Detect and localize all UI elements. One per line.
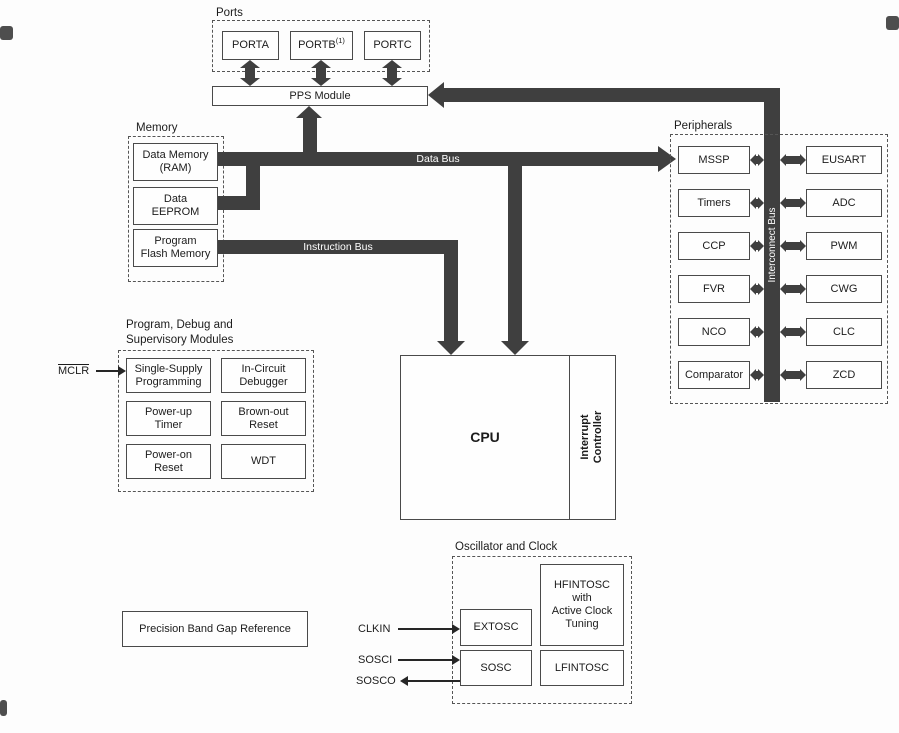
pwm-bus-arrow bbox=[780, 240, 806, 252]
timers-box: Timers bbox=[678, 189, 750, 217]
eusart-bus-arrow bbox=[780, 154, 806, 166]
scan-artifact bbox=[0, 700, 7, 716]
timers-bus-arrow bbox=[750, 197, 764, 209]
portc-box: PORTC bbox=[364, 31, 421, 60]
pps-peripheral-bus-bar bbox=[444, 88, 780, 102]
wdt-box: WDT bbox=[221, 444, 306, 479]
data-eeprom-box: Data EEPROM bbox=[133, 187, 218, 225]
adc-box: ADC bbox=[806, 189, 882, 217]
peripherals-group bbox=[670, 134, 888, 404]
brown-out-reset-box: Brown-out Reset bbox=[221, 401, 306, 436]
program-flash-box: Program Flash Memory bbox=[133, 229, 218, 267]
eusart-box: EUSART bbox=[806, 146, 882, 174]
cpu-data-arrowhead-icon bbox=[501, 341, 529, 355]
cpu-data-bus-vertical bbox=[508, 166, 522, 341]
sosci-arrow-line bbox=[398, 659, 452, 661]
cpu-box: CPU bbox=[400, 355, 570, 520]
extosc-box: EXTOSC bbox=[460, 609, 532, 646]
interrupt-controller-box bbox=[569, 355, 616, 520]
power-up-timer-box: Power-up Timer bbox=[126, 401, 211, 436]
data-bus-bar: Data Bus bbox=[218, 152, 658, 166]
sosco-arrowhead-icon bbox=[400, 676, 408, 686]
portb-pps-arrow bbox=[311, 60, 331, 86]
instruction-bus-arrowhead-icon bbox=[437, 341, 465, 355]
sosco-arrow-line bbox=[408, 680, 460, 682]
scan-artifact bbox=[886, 16, 899, 30]
memory-group-label: Memory bbox=[136, 122, 178, 134]
scan-artifact bbox=[0, 26, 13, 40]
pps-module-box: PPS Module bbox=[212, 86, 428, 106]
mclr-arrowhead-icon bbox=[118, 366, 126, 376]
portc-pps-arrow bbox=[382, 60, 402, 86]
clc-box: CLC bbox=[806, 318, 882, 346]
power-on-reset-box: Power-on Reset bbox=[126, 444, 211, 479]
sosc-box: SOSC bbox=[460, 650, 532, 686]
pps-peripheral-arrowhead-icon bbox=[428, 82, 444, 108]
clkin-arrowhead-icon bbox=[452, 624, 460, 634]
single-supply-programming-box: Single-Supply Programming bbox=[126, 358, 211, 393]
sosci-pin-label: SOSCI bbox=[358, 654, 393, 666]
portb-box: PORTB(1) bbox=[290, 31, 353, 60]
sosco-pin-label: SOSCO bbox=[356, 675, 396, 687]
data-bus-label: Data Bus bbox=[416, 153, 460, 165]
zcd-bus-arrow bbox=[780, 369, 806, 381]
band-gap-reference-box: Precision Band Gap Reference bbox=[122, 611, 308, 647]
peripherals-group-label: Peripherals bbox=[674, 120, 733, 132]
comparator-bus-arrow bbox=[750, 369, 764, 381]
data-memory-ram-box: Data Memory (RAM) bbox=[133, 143, 218, 181]
lfintosc-box: LFINTOSC bbox=[540, 650, 624, 686]
fvr-box: FVR bbox=[678, 275, 750, 303]
mssp-box: MSSP bbox=[678, 146, 750, 174]
data-bus-arrowhead-icon bbox=[658, 146, 676, 172]
nco-bus-arrow bbox=[750, 326, 764, 338]
cwg-box: CWG bbox=[806, 275, 882, 303]
ccp-box: CCP bbox=[678, 232, 750, 260]
oscillator-group-label: Oscillator and Clock bbox=[455, 541, 558, 553]
clc-bus-arrow bbox=[780, 326, 806, 338]
hfintosc-box: HFINTOSC with Active Clock Tuning bbox=[540, 564, 624, 646]
comparator-box: Comparator bbox=[678, 361, 750, 389]
eeprom-bus-vertical bbox=[246, 160, 260, 210]
eeprom-bus-horizontal bbox=[218, 196, 246, 210]
nco-box: NCO bbox=[678, 318, 750, 346]
porta-pps-arrow bbox=[240, 60, 260, 86]
porta-box: PORTA bbox=[222, 31, 279, 60]
mclr-arrow-line bbox=[96, 370, 120, 372]
pps-bus-arrowhead-icon bbox=[296, 106, 322, 118]
debug-group bbox=[118, 350, 314, 492]
portb-footnote: (1) bbox=[335, 36, 345, 46]
interconnect-bus-bar bbox=[764, 88, 780, 402]
instruction-bus-bar: Instruction Bus bbox=[218, 240, 458, 254]
ccp-bus-arrow bbox=[750, 240, 764, 252]
clkin-arrow-line bbox=[398, 628, 452, 630]
adc-bus-arrow bbox=[780, 197, 806, 209]
instruction-bus-vertical bbox=[444, 254, 458, 341]
zcd-box: ZCD bbox=[806, 361, 882, 389]
mclr-pin-label: MCLR bbox=[58, 364, 90, 377]
pps-bus-vertical bbox=[303, 118, 317, 156]
cwg-bus-arrow bbox=[780, 283, 806, 295]
pwm-box: PWM bbox=[806, 232, 882, 260]
clkin-pin-label: CLKIN bbox=[358, 623, 391, 635]
debug-group-label: Program, Debug and Supervisory Modules bbox=[126, 319, 234, 346]
interrupt-controller-label: Interrupt Controller bbox=[578, 410, 604, 464]
portb-label: PORTB bbox=[298, 39, 336, 52]
sosci-arrowhead-icon bbox=[452, 655, 460, 665]
mssp-bus-arrow bbox=[750, 154, 764, 166]
instruction-bus-label: Instruction Bus bbox=[303, 241, 373, 253]
ports-group-label: Ports bbox=[216, 7, 243, 19]
fvr-bus-arrow bbox=[750, 283, 764, 295]
in-circuit-debugger-box: In-Circuit Debugger bbox=[221, 358, 306, 393]
mclr-text: MCLR bbox=[58, 364, 90, 377]
